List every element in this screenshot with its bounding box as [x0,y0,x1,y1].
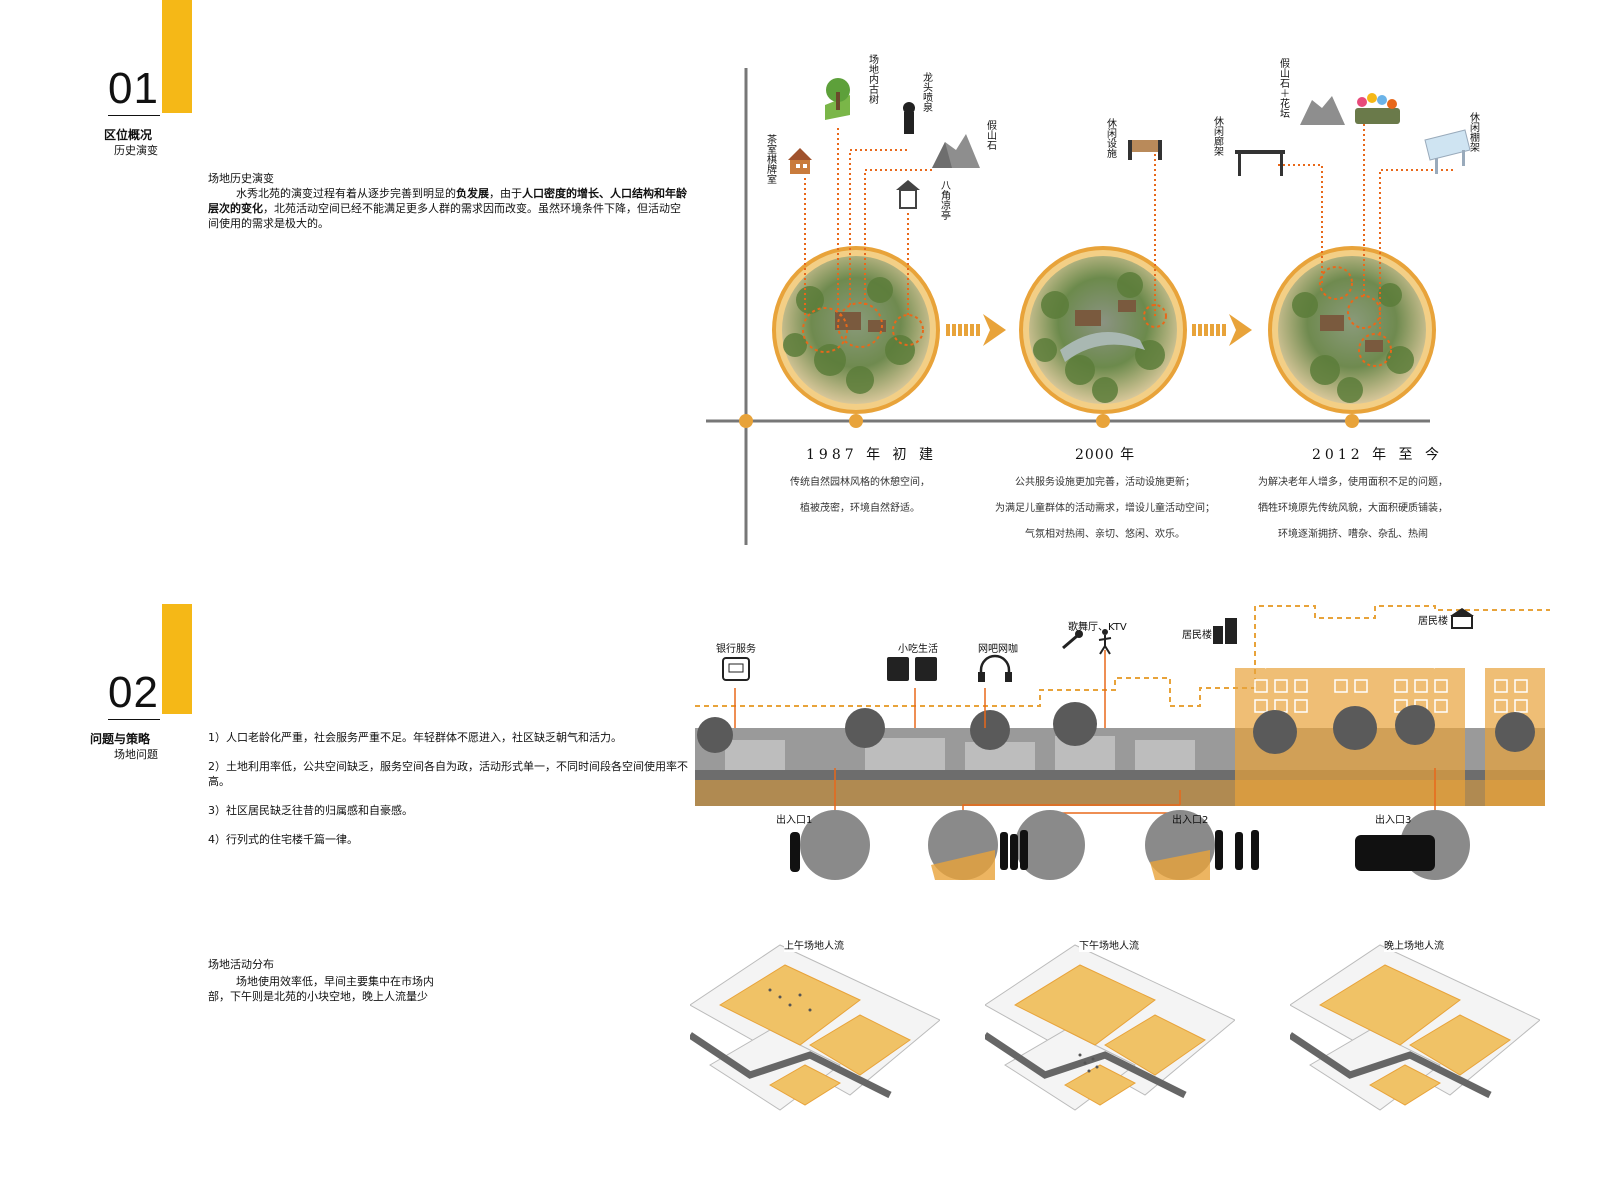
dancer-icon [1098,629,1112,655]
section1-accent-bar [162,0,192,113]
bank-label: 银行服务 [716,644,756,655]
label-shed: 休闲棚架 [1468,112,1480,153]
microphone-icon [1062,630,1083,650]
history-heading: 场地历史演变 [208,172,274,185]
timeline-diagram: 茶室棋牌室 场地内古树 龙头喷泉 假山石 八角凉亭 休闲设施 休闲廊架 假山石＋… [706,53,1480,545]
fountain-icon [903,102,915,134]
entrance-label-1: 出入口1 [776,815,813,826]
label-leisure-facility: 休闲设施 [1105,118,1117,159]
flow-map-afternoon [983,944,1236,1111]
section2-title: 问题与策略 [90,732,151,746]
problem-list: 1）人口老龄化严重，社会服务严重不足。年轻群体不愿进入，社区缺乏朝气和活力。 2… [208,730,688,847]
period-1987-year: 1987 年 初 建 [806,447,937,463]
entrance-label-3: 出入口3 [1375,815,1412,826]
flow-diagram-evening: 晚上场地人流 [1288,935,1541,1135]
period-2000-year: 2000 年 [1075,447,1136,463]
rockery-icon [932,134,980,168]
flow-map-evening [1288,944,1541,1111]
period-2000-line: 为满足儿童群体的活动需求，增设儿童活动空间； [995,503,1215,514]
period-2000-image [1019,246,1187,414]
period-1987-image [772,246,940,414]
headphone-icon [978,654,1012,682]
flow-title-evening: 晚上场地人流 [1384,937,1444,952]
label-pavilion: 八角凉亭 [939,180,951,220]
history-text-part: 负发展 [456,187,489,200]
period-1987-line: 植被茂密，环境自然舒适。 [800,503,920,514]
snack-icon [887,657,937,681]
arrow-1 [946,314,1006,346]
section2-accent-bar [162,604,192,714]
activity-paragraph: 场地使用效率低，早间主要集中在市场内部，下午则是北苑的小块空地，晚上人流量少 [208,975,434,1003]
section1-title: 区位概况 [104,128,153,142]
label-fountain: 龙头喷泉 [921,71,933,112]
entrance1-photo [790,810,870,880]
history-text-part: ，由于 [489,187,522,200]
problem-item: 2）土地利用率低，公共空间缺乏，服务空间各自为政，活动形式单一，不同时间段各空间… [208,760,688,788]
arrow-2 [1192,314,1252,346]
history-text-part: ，北苑活动空间已经不能满足更多人群的需求因而改变。虽然环境条件下降，但活动空间使… [208,202,681,230]
section2-subtitle: 场地问题 [114,748,158,761]
entrance2a-photo [928,810,998,880]
flow-diagram-afternoon: 下午场地人流 [983,935,1236,1135]
internet-label: 网吧网咖 [978,644,1018,655]
problem-item: 3）社区居民缺乏往昔的归属感和自豪感。 [208,804,413,817]
period-2012-line: 牺牲环境原先传统风貌，大面积硬质铺装， [1258,503,1448,514]
shed-icon [1424,129,1471,174]
bench-icon [1128,140,1162,160]
section1-number: 01 [108,64,159,113]
bank-icon [722,657,750,681]
label-old-tree: 场地内古树 [867,53,879,105]
entrance3-photo [1355,810,1470,880]
flow-title-morning: 上午场地人流 [784,937,844,952]
entrance-label-2: 出入口2 [1172,815,1209,826]
period-2000-line: 气氛相对热闹、亲切、悠闲、欢乐。 [1025,529,1185,540]
history-text-part: 人口密度的增长、人口结构和年龄层次的变化 [208,187,687,215]
building-icon [1450,608,1474,629]
flow-diagram-morning: 上午场地人流 [688,935,941,1135]
teahouse-icon [788,148,812,174]
label-teahouse: 茶室棋牌室 [765,133,777,184]
residence-icon [1213,618,1237,644]
label-corridor: 休闲廊架 [1212,116,1224,157]
period-2000-desc: 公共服务设施更加完善，活动设施更新； 为满足儿童群体的活动需求，增设儿童活动空间… [985,470,1225,548]
old-tree-icon [825,78,850,120]
label-rockery: 假山石 [985,119,997,150]
problem-item: 4）行列式的住宅楼千篇一律。 [208,833,358,846]
section2-underline [108,719,160,720]
history-paragraph: 水秀北苑的演变过程有着从逐步完善到明显的负发展，由于人口密度的增长、人口结构和年… [208,186,688,231]
section1-underline [108,115,160,116]
entrance2c-photo [1145,810,1259,880]
period-2012-line: 为解决老年人增多，使用面积不足的问题， [1258,477,1448,488]
ktv-label: 歌舞厅、KTV [1068,622,1127,633]
period-2012-line: 环境逐渐拥挤、嘈杂、杂乱、热闹 [1278,529,1428,540]
activity-heading: 场地活动分布 [208,958,274,971]
entrance2b-photo [1000,810,1085,880]
pavilion-icon [896,180,920,209]
section1-subtitle: 历史演变 [114,144,158,157]
period-2012-year: 2012 年 至 今 [1312,447,1443,463]
period-2000-line: 公共服务设施更加完善，活动设施更新； [1015,477,1195,488]
problem-item: 1）人口老龄化严重，社会服务严重不足。年轻群体不愿进入，社区缺乏朝气和活力。 [208,731,622,744]
residence-label-1: 居民楼 [1182,630,1212,641]
section2-number: 02 [108,668,159,717]
residence-label-2: 居民楼 [1418,616,1448,627]
history-text-part: 水秀北苑的演变过程有着从逐步完善到明显的 [236,187,456,200]
rockery-flower-icon [1300,93,1400,125]
snack-label: 小吃生活 [898,644,938,655]
flow-map-morning [688,944,941,1111]
period-2012-desc: 为解决老年人增多，使用面积不足的问题， 牺牲环境原先传统风貌，大面积硬质铺装， … [1248,470,1458,548]
street-elevation [695,605,1550,880]
period-1987-line: 传统自然园林风格的休憩空间， [790,477,930,488]
corridor-icon [1235,150,1285,176]
period-1987-desc: 传统自然园林风格的休憩空间， 植被茂密，环境自然舒适。 [770,470,950,522]
flow-title-afternoon: 下午场地人流 [1079,937,1139,952]
period-2012-image [1268,246,1436,414]
label-rockery-flower: 假山石＋花坛 [1278,57,1290,119]
